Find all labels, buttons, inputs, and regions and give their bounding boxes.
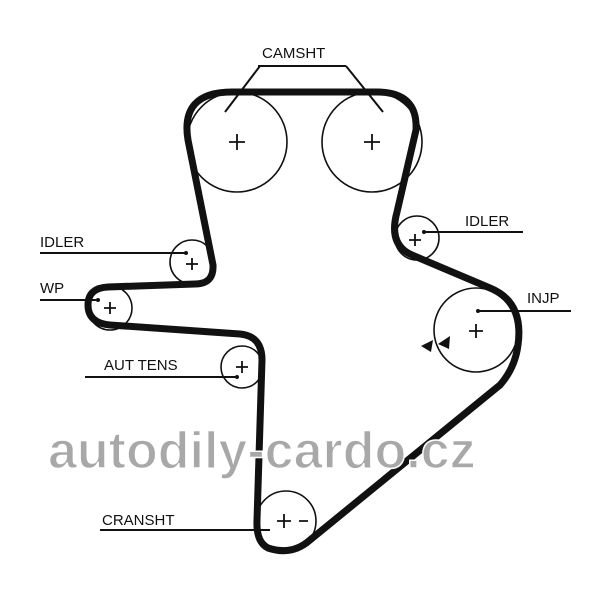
label-crankshaft: CRANSHT <box>102 512 175 529</box>
arrow-marks <box>421 336 450 352</box>
camshaft-pulley-left <box>186 91 288 193</box>
leader-lines <box>40 65 571 531</box>
label-idler-right: IDLER <box>465 213 509 230</box>
label-injection-pump: INJP <box>527 290 560 307</box>
label-auto-tensioner: AUT TENS <box>104 357 178 374</box>
label-camshaft: CAMSHT <box>262 45 325 62</box>
tensioner-pulley <box>220 345 264 389</box>
timing-belt <box>84 88 523 555</box>
pulleys <box>87 91 519 552</box>
watermark: autodily-cardo.cz <box>48 422 476 480</box>
label-idler-left: IDLER <box>40 234 84 251</box>
label-water-pump: WP <box>40 280 64 297</box>
